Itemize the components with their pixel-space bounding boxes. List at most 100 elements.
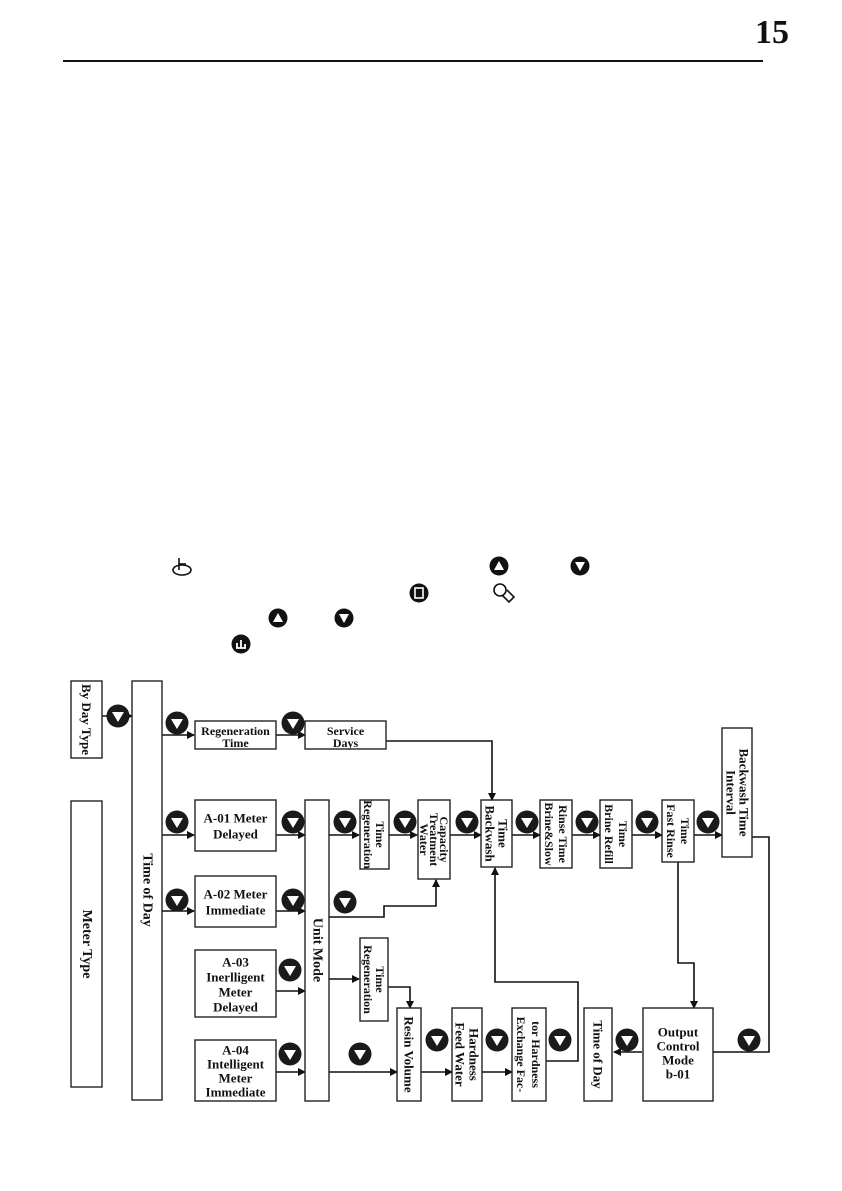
exchange-factor-hardness-box: Exchange Fac- tor Hardness	[511, 1007, 547, 1102]
down-button-icon	[278, 958, 302, 982]
down-button-icon	[575, 810, 599, 834]
interval-backwash-time-box: Interval Backwash Time	[721, 727, 753, 858]
down-button-icon	[393, 810, 417, 834]
svg-text:Fast Rinse: Fast Rinse	[664, 804, 678, 858]
backwash-time-box: Backwash Time	[480, 799, 513, 868]
svg-text:By Day Type: By Day Type	[79, 684, 94, 755]
svg-text:Regeneration: Regeneration	[201, 724, 270, 738]
svg-text:A-01 Meter: A-01 Meter	[204, 811, 268, 826]
svg-text:Meter Type: Meter Type	[79, 910, 94, 979]
svg-text:Time of Day: Time of Day	[140, 853, 155, 927]
down-button-icon	[281, 888, 305, 912]
meter-type-box: Meter Type	[70, 800, 103, 1088]
brine-refill-time-box: Brine Refill Time	[599, 799, 633, 869]
svg-text:Unit Mode: Unit Mode	[310, 918, 325, 982]
svg-text:Regeneration: Regeneration	[361, 945, 375, 1014]
unit-mode-box: Unit Mode	[304, 799, 330, 1102]
time-of-day-box: Time of Day	[131, 680, 163, 1101]
down-button-icon	[737, 1028, 761, 1052]
svg-text:Exchange Fac-: Exchange Fac-	[514, 1017, 528, 1093]
svg-text:A-04: A-04	[222, 1043, 249, 1058]
svg-text:Time: Time	[222, 736, 249, 750]
svg-text:Inerlligent: Inerlligent	[206, 970, 265, 985]
water-treatment-capacity-box: Water Treatment Capacity	[417, 799, 451, 880]
down-button-icon	[165, 888, 189, 912]
down-button-icon	[281, 810, 305, 834]
menu-button-icon	[409, 583, 429, 603]
svg-text:Mode: Mode	[662, 1053, 694, 1068]
output-control-mode-box: Output Control Mode b-01	[642, 1007, 714, 1102]
key-unlock-icon	[493, 583, 516, 604]
svg-text:Feed Water: Feed Water	[453, 1022, 468, 1087]
svg-text:Delayed: Delayed	[213, 827, 259, 842]
svg-text:Meter: Meter	[219, 985, 253, 1000]
svg-text:Backwash Time: Backwash Time	[737, 748, 752, 836]
enter-button-icon	[231, 634, 251, 654]
svg-text:Time of Day: Time of Day	[591, 1020, 606, 1089]
svg-text:Days: Days	[333, 736, 359, 750]
up-button-icon	[268, 608, 288, 628]
svg-text:Delayed: Delayed	[213, 1000, 259, 1015]
time-of-day-lower-box: Time of Day	[583, 1007, 613, 1102]
svg-text:Output: Output	[658, 1025, 699, 1040]
svg-text:Time: Time	[373, 966, 387, 993]
a02-meter-immediate-box: A-02 Meter Immediate	[194, 875, 277, 928]
down-button-icon	[165, 711, 189, 735]
down-button-icon	[281, 711, 305, 735]
by-day-type-box: By Day Type	[70, 680, 103, 759]
svg-text:Service: Service	[327, 724, 365, 738]
svg-text:Time: Time	[496, 819, 511, 848]
lock-icon	[172, 558, 192, 576]
svg-text:Meter: Meter	[219, 1071, 253, 1086]
svg-text:Hardness: Hardness	[467, 1028, 482, 1081]
svg-text:Capacity: Capacity	[437, 817, 451, 863]
down-button-icon	[278, 1042, 302, 1066]
down-button-icon	[455, 810, 479, 834]
svg-text:Immediate: Immediate	[206, 1085, 266, 1100]
svg-text:Brine Refill: Brine Refill	[602, 804, 616, 864]
svg-text:Regeneration: Regeneration	[361, 800, 375, 869]
svg-text:Backwash: Backwash	[483, 805, 498, 862]
down-button-icon	[515, 810, 539, 834]
svg-text:A-02 Meter: A-02 Meter	[204, 887, 268, 902]
up-button-icon	[489, 556, 509, 576]
svg-text:b-01: b-01	[666, 1067, 691, 1082]
svg-text:Time: Time	[373, 821, 387, 848]
down-button-icon	[333, 890, 357, 914]
down-button-icon	[548, 1028, 572, 1052]
resin-volume-box: Resin Volume	[396, 1007, 422, 1102]
feed-water-hardness-box: Feed Water Hardness	[451, 1007, 483, 1102]
flow-connectors	[102, 712, 770, 1076]
a03-intelligent-meter-delayed-box: A-03 Inerlligent Meter Delayed	[194, 949, 277, 1018]
down-button-icon	[165, 810, 189, 834]
header-rule	[63, 60, 763, 62]
down-button-icon	[696, 810, 720, 834]
regeneration-time-lower-box: Regeneration Time	[359, 937, 389, 1022]
down-button-icon	[615, 1028, 639, 1052]
down-button-icon	[635, 810, 659, 834]
svg-text:Immediate: Immediate	[206, 903, 266, 918]
svg-text:Brine&Slow: Brine&Slow	[542, 802, 556, 866]
down-button-icon	[425, 1028, 449, 1052]
svg-text:Treatment: Treatment	[427, 813, 441, 867]
down-button-icon	[348, 1042, 372, 1066]
down-button-icon	[333, 810, 357, 834]
svg-text:Resin Volume: Resin Volume	[402, 1016, 417, 1092]
fast-rinse-time-box: Fast Rinse Time	[661, 799, 695, 863]
down-button-icon	[106, 704, 130, 728]
svg-text:Control: Control	[656, 1039, 699, 1054]
down-button-icon	[485, 1028, 509, 1052]
down-button-icon	[334, 608, 354, 628]
service-days-box: Service Days	[304, 720, 387, 750]
brine-slow-rinse-box: Brine&Slow Rinse Time	[539, 799, 573, 869]
page-number: 15	[755, 14, 789, 51]
regeneration-time-rotated-box: Regeneration Time	[359, 799, 390, 870]
svg-text:Rinse Time: Rinse Time	[556, 805, 570, 864]
svg-text:Water: Water	[417, 824, 431, 857]
a04-intelligent-meter-immediate-box: A-04 Intelligent Meter Immediate	[194, 1039, 277, 1102]
a01-meter-delayed-box: A-01 Meter Delayed	[194, 799, 277, 852]
svg-text:A-03: A-03	[222, 955, 249, 970]
down-button-icon	[570, 556, 590, 576]
regeneration-time-box: Regeneration Time	[194, 720, 277, 750]
